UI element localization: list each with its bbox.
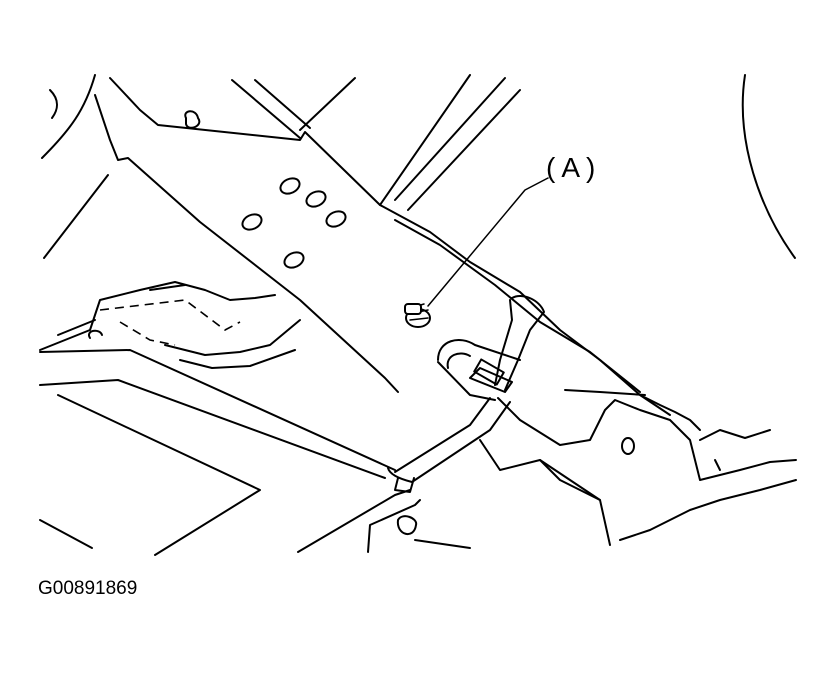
support-bar bbox=[387, 397, 511, 493]
cross-member bbox=[39, 281, 396, 471]
callout-text: (A) bbox=[546, 152, 602, 183]
left-panel-contour bbox=[41, 74, 96, 159]
mount-bracket bbox=[479, 389, 797, 546]
left-diagonal-edge bbox=[43, 174, 109, 259]
bolt-a-icon bbox=[404, 303, 431, 328]
rail-holes bbox=[184, 110, 347, 269]
frame-rail bbox=[94, 74, 671, 416]
body-curve bbox=[741, 74, 796, 259]
clamp-bracket bbox=[437, 294, 545, 401]
floor-panel bbox=[39, 379, 471, 556]
figure-id: G00891869 bbox=[38, 578, 138, 599]
callout-label-a: (A) bbox=[546, 152, 601, 184]
callout-leader-line bbox=[427, 177, 549, 307]
